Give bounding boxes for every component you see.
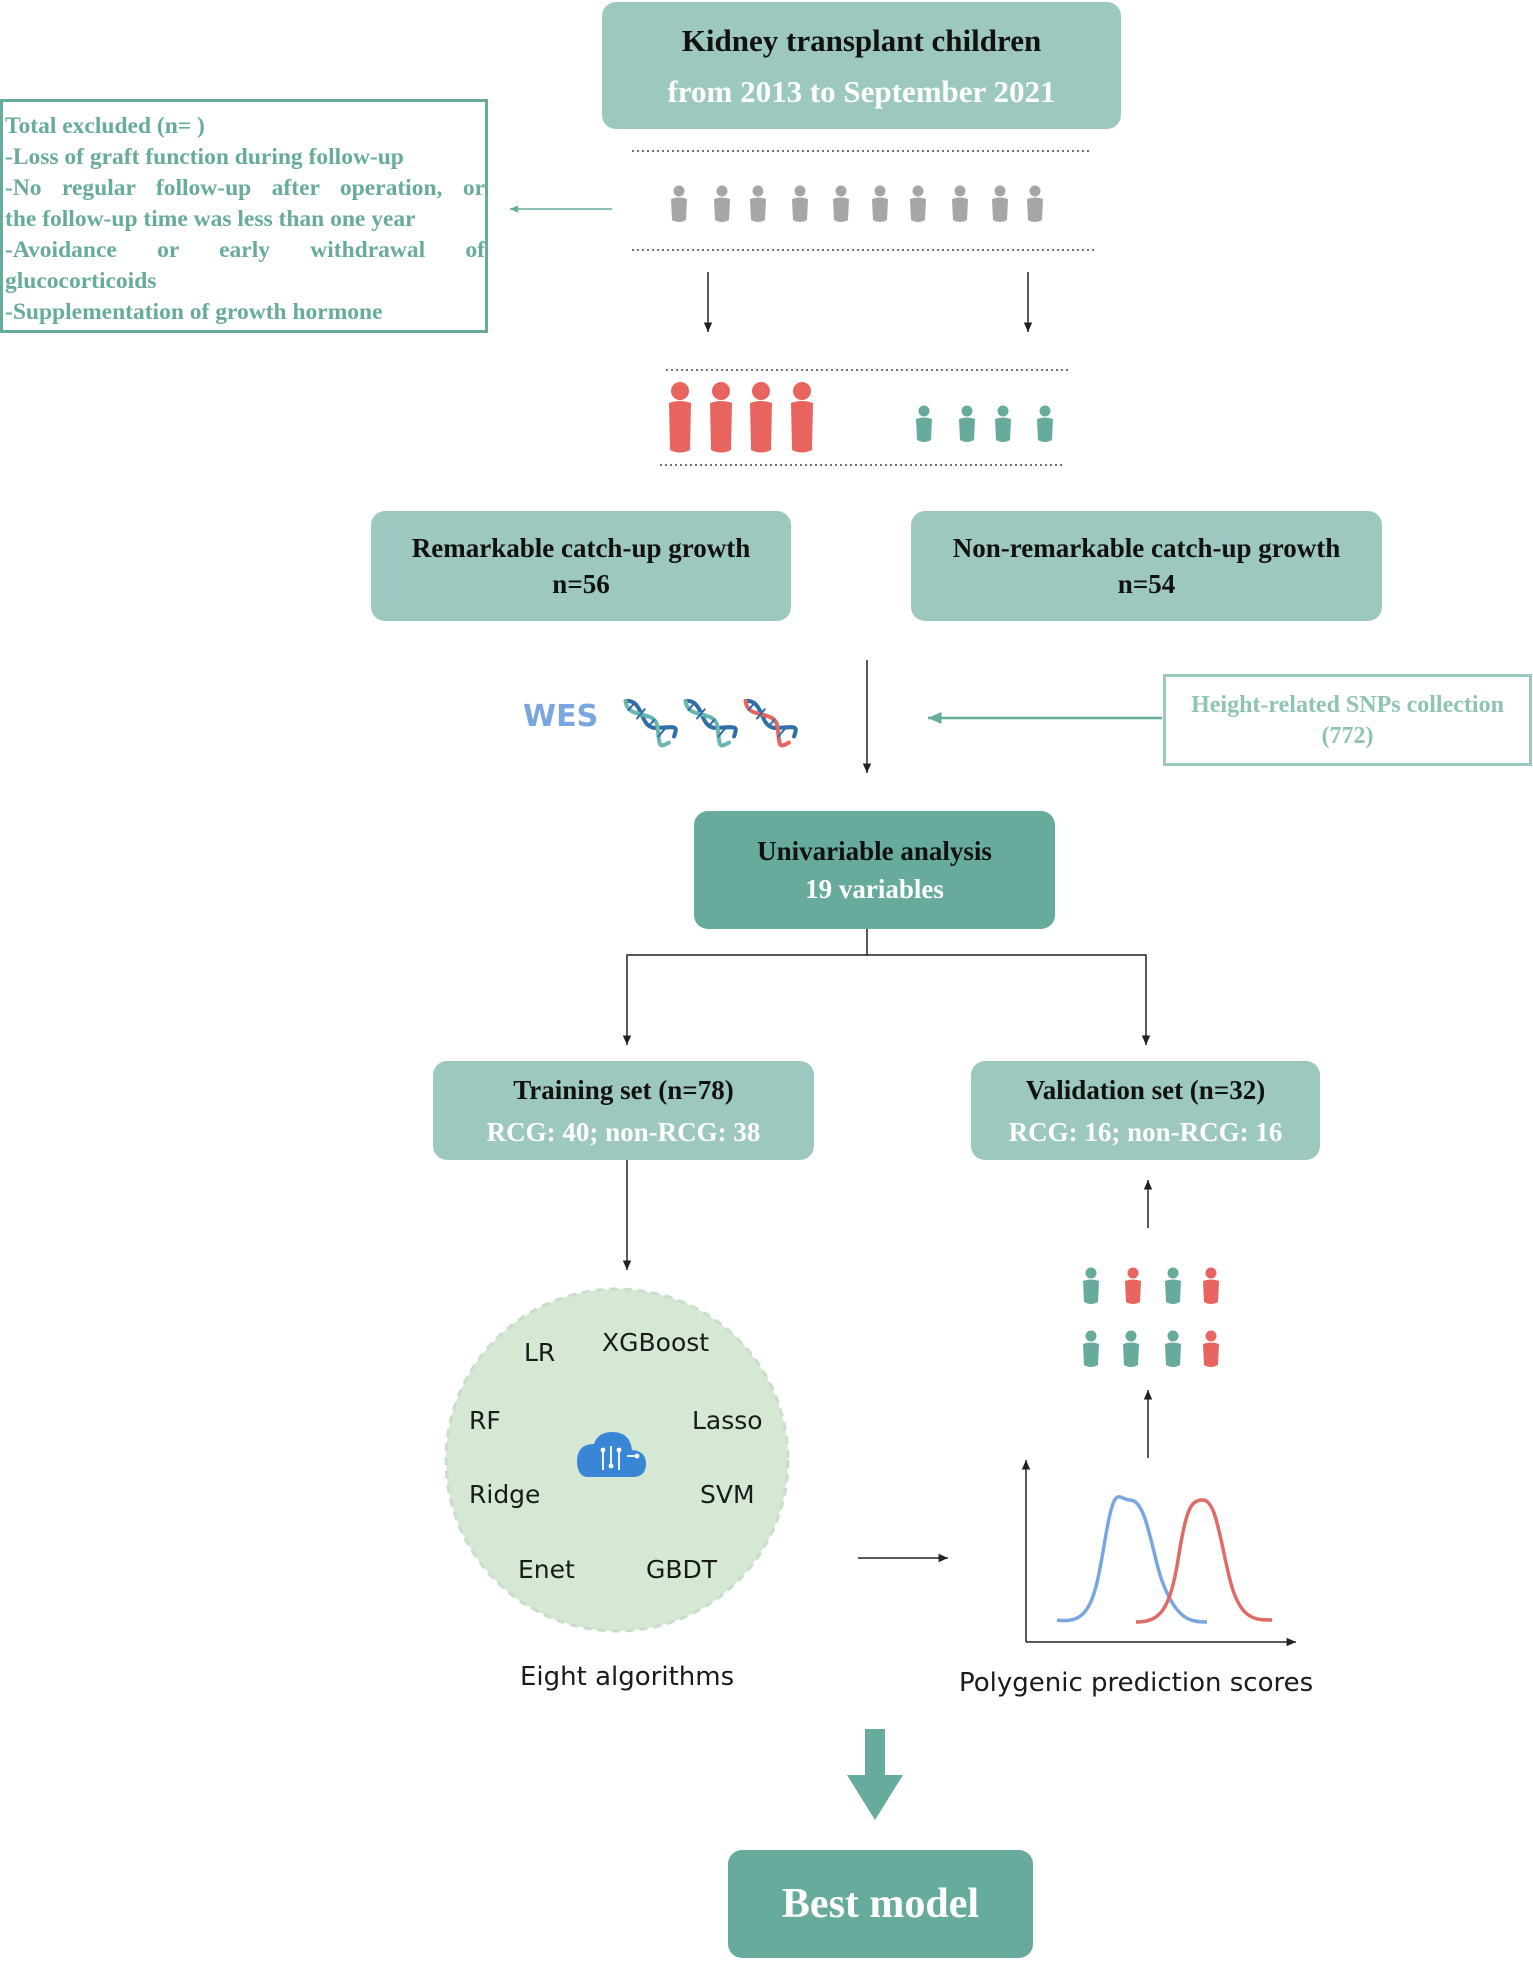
cohort-period: from 2013 to September 2021 xyxy=(667,73,1056,109)
wes-label: WES xyxy=(523,699,599,734)
remarkable-count: n=56 xyxy=(552,569,610,599)
dna-icons xyxy=(623,699,798,748)
univariable-box: Univariable analysis 19 variables xyxy=(694,811,1055,929)
validation-patient-icons xyxy=(1083,1267,1219,1367)
non-remarkable-group-box: Non-remarkable catch-up growth n=54 xyxy=(911,511,1382,621)
training-set-box: Training set (n=78) RCG: 40; non-RCG: 38 xyxy=(433,1061,814,1160)
best-model-label: Best model xyxy=(781,1881,980,1927)
snp-collection-title: Height-related SNPs collection xyxy=(1191,692,1504,718)
excluded-reason: -No regular follow-up after operation, o… xyxy=(5,175,485,201)
cohort-title: Kidney transplant children xyxy=(681,22,1042,58)
patient-icons-red xyxy=(669,382,813,453)
dna-icon xyxy=(743,699,798,748)
validation-split: RCG: 16; non-RCG: 16 xyxy=(1008,1116,1283,1147)
score-curve-red xyxy=(1135,1498,1273,1624)
algorithm-enet: Enet xyxy=(518,1555,575,1584)
algorithm-gbdt: GBDT xyxy=(646,1555,718,1584)
non-remarkable-label: Non-remarkable catch-up growth xyxy=(952,533,1341,563)
patient-icons-teal xyxy=(916,405,1053,442)
algorithm-ridge: Ridge xyxy=(469,1480,541,1509)
algorithm-svm: SVM xyxy=(700,1480,755,1509)
snp-collection-count: (772) xyxy=(1321,723,1374,749)
excluded-reason: the follow-up time was less than one yea… xyxy=(5,206,416,232)
arrow-to-training xyxy=(622,929,868,1045)
dna-icon xyxy=(683,699,738,748)
univariable-title: Univariable analysis xyxy=(757,836,992,866)
univariable-count: 19 variables xyxy=(805,874,944,904)
excluded-title: Total excluded (n= ) xyxy=(5,113,205,139)
excluded-reason: glucocorticoids xyxy=(5,268,157,294)
scores-caption: Polygenic prediction scores xyxy=(959,1668,1314,1698)
score-curve-blue xyxy=(1056,1495,1208,1624)
patient-icons-gray xyxy=(671,185,1043,222)
dna-icon xyxy=(623,699,678,748)
cohort-box: Kidney transplant children from 2013 to … xyxy=(602,2,1121,129)
validation-title: Validation set (n=32) xyxy=(1025,1074,1266,1105)
validation-set-box: Validation set (n=32) RCG: 16; non-RCG: … xyxy=(971,1061,1320,1160)
algorithm-rf: RF xyxy=(469,1406,501,1435)
excluded-box: Total excluded (n= ) -Loss of graft func… xyxy=(0,99,488,333)
remarkable-group-box: Remarkable catch-up growth n=56 xyxy=(371,511,791,621)
excluded-reason: -Loss of graft function during follow-up xyxy=(5,144,404,170)
excluded-reason: -Avoidance or early withdrawal of xyxy=(5,237,485,263)
algorithms-caption: Eight algorithms xyxy=(520,1662,735,1692)
algorithm-lasso: Lasso xyxy=(692,1406,763,1435)
non-remarkable-count: n=54 xyxy=(1117,569,1176,599)
arrow-to-validation xyxy=(867,954,1151,1045)
snp-collection-box: Height-related SNPs collection (772) xyxy=(1163,674,1532,766)
excluded-reason: -Supplementation of growth hormone xyxy=(5,299,383,325)
remarkable-label: Remarkable catch-up growth xyxy=(411,533,751,563)
algorithm-lr: LR xyxy=(524,1338,556,1367)
algorithm-xgboost: XGBoost xyxy=(602,1328,710,1357)
cloud-ai-icon xyxy=(577,1432,646,1477)
training-title: Training set (n=78) xyxy=(513,1074,734,1105)
best-model-box: Best model xyxy=(728,1850,1033,1958)
training-split: RCG: 40; non-RCG: 38 xyxy=(486,1116,761,1147)
big-down-arrow xyxy=(847,1729,903,1820)
